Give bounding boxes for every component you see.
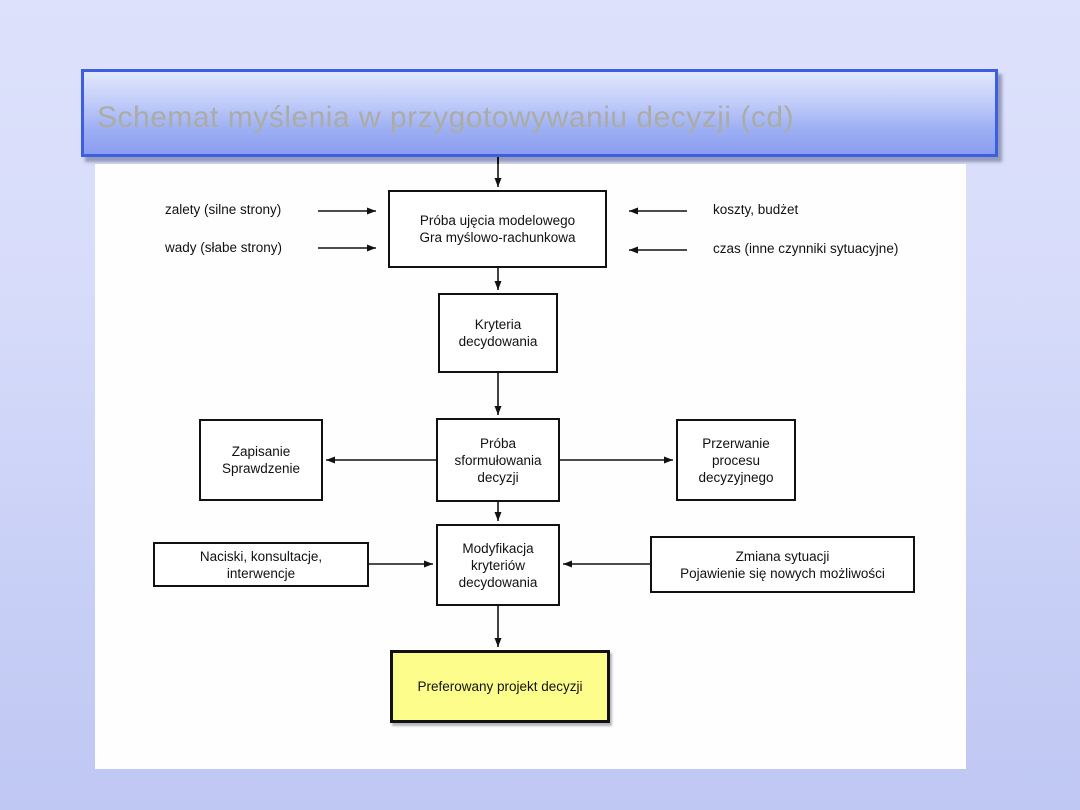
slide-title: Schemat myślenia w przygotowywaniu decyz…	[97, 101, 795, 134]
banner-to-chart-connector	[497, 157, 499, 165]
label-czas: czas (inne czynniki sytuacyjne)	[713, 241, 899, 256]
label-wady: wady (słabe strony)	[165, 240, 283, 255]
label-koszty: koszty, budżet	[713, 202, 799, 217]
label-zalety: zalety (silne strony)	[165, 202, 282, 217]
flowchart-panel: Próba ujęcia modelowego Gra myślowo-rach…	[95, 164, 966, 769]
node-zmiana-sytuacji: Zmiana sytuacji Pojawienie się nowych mo…	[650, 536, 915, 593]
node-preferowany-projekt-decyzji: Preferowany projekt decyzji	[390, 650, 610, 723]
slide-title-banner: Schemat myślenia w przygotowywaniu decyz…	[81, 69, 998, 157]
flowchart-arrows	[318, 164, 687, 647]
node-proba-sformulowania-decyzji: Próba sformułowania decyzji	[436, 418, 560, 502]
node-modyfikacja-kryteriow: Modyfikacja kryteriów decydowania	[436, 524, 560, 606]
node-przerwanie-procesu: Przerwanie procesu decyzyjnego	[676, 419, 796, 501]
node-zapisanie-sprawdzenie: Zapisanie Sprawdzenie	[199, 419, 323, 501]
node-kryteria-decydowania: Kryteria decydowania	[438, 293, 558, 373]
node-proba-ujecia-modelowego: Próba ujęcia modelowego Gra myślowo-rach…	[388, 190, 607, 268]
node-naciski-konsultacje: Naciski, konsultacje, interwencje	[153, 542, 369, 587]
